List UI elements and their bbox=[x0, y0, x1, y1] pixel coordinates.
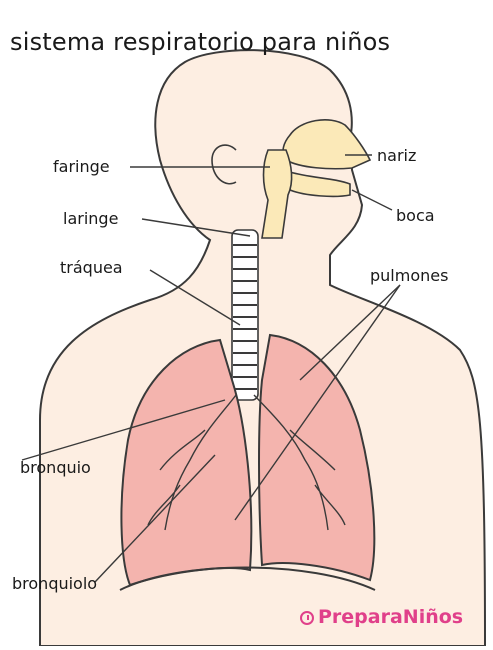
label-bronquiolo: bronquiolo bbox=[12, 574, 97, 593]
label-pulmones: pulmones bbox=[370, 266, 448, 285]
clock-icon bbox=[300, 611, 314, 625]
brand-name: PreparaNiños bbox=[318, 606, 463, 628]
page-title: sistema respiratorio para niños bbox=[10, 28, 390, 56]
label-laringe: laringe bbox=[63, 209, 118, 228]
trachea bbox=[232, 230, 258, 400]
label-bronquio: bronquio bbox=[20, 458, 91, 477]
brand-logo: PreparaNiños bbox=[300, 606, 463, 628]
label-faringe: faringe bbox=[53, 157, 110, 176]
label-traquea: tráquea bbox=[60, 258, 123, 277]
label-boca: boca bbox=[396, 206, 435, 225]
label-nariz: nariz bbox=[377, 146, 416, 165]
